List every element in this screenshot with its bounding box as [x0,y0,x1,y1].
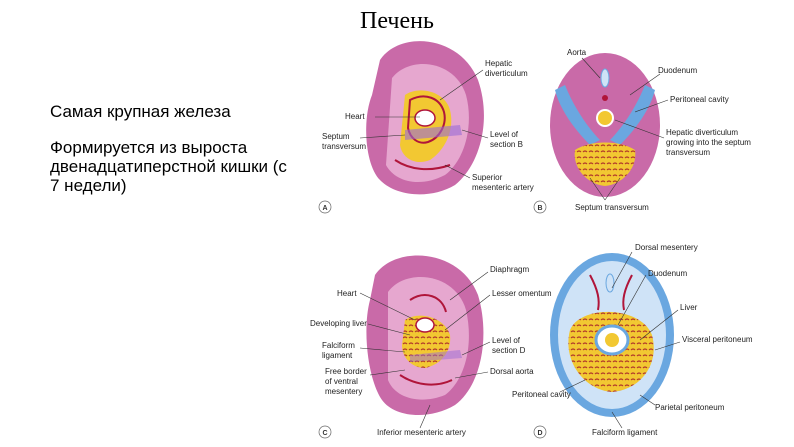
label-visceral-peritoneum-d: Visceral peritoneum [682,335,753,344]
panel-a-embryo [366,41,484,195]
label-duodenum-d: Duodenum [648,269,687,278]
label-falciform-ligament-d: Falciform ligament [592,428,658,437]
label-hepatic-growing-b3: transversum [666,148,710,157]
panel-c-embryo [366,255,484,416]
label-heart-a: Heart [345,112,365,121]
panel-d-leaders [559,251,681,429]
label-septum-a1: Septum [322,132,350,141]
bullet-item: Формируется из выроста двенадцатиперстно… [50,138,287,195]
label-developing-liver-c: Developing liver [310,319,367,328]
panel-b-section [550,53,660,197]
panel-letter-d: D [537,430,542,437]
label-peritoneal-cavity-d: Peritoneal cavity [512,390,571,399]
label-free-border-c2: of ventral [325,377,358,386]
label-level-a2: section B [490,140,523,149]
label-hepatic-growing-b2: growing into the septum [666,138,751,147]
label-septum-b: Septum transversum [575,203,649,212]
label-free-border-c3: mesentery [325,387,362,396]
label-falciform-c2: ligament [322,351,353,360]
label-level-c2: section D [492,346,526,355]
label-inferior-mesenteric-c: Inferior mesenteric artery [377,428,466,437]
label-falciform-c1: Falciform [322,341,355,350]
label-dorsal-mesentery-d: Dorsal mesentery [635,243,698,252]
label-lesser-omentum-c: Lesser omentum [492,289,552,298]
label-dorsal-aorta-c: Dorsal aorta [490,367,534,376]
label-superior-a1: Superior [472,173,503,182]
label-hepatic-diverticulum-a2: diverticulum [485,69,528,78]
label-peritoneal-cavity-b: Peritoneal cavity [670,95,729,104]
panel-letter-c: C [322,430,327,437]
label-level-c1: Level of [492,336,521,345]
panel-letter-b: B [537,205,542,212]
label-liver-d: Liver [680,303,698,312]
label-parietal-peritoneum-d: Parietal peritoneum [655,403,725,412]
label-hepatic-diverticulum-a1: Hepatic [485,59,512,68]
label-heart-c: Heart [337,289,357,298]
bullet-list: Самая крупная железа Формируется из выро… [50,102,290,212]
label-aorta-b: Aorta [567,48,587,57]
label-duodenum-b: Duodenum [658,66,697,75]
label-superior-a2: mesenteric artery [472,183,534,192]
bullet-item: Самая крупная железа [50,102,231,121]
label-hepatic-growing-b1: Hepatic diverticulum [666,128,738,137]
panel-a-leaders [359,69,489,179]
label-diaphragm-c: Diaphragm [490,265,529,274]
panel-b-leaders [581,57,669,201]
label-level-a1: Level of [490,130,519,139]
panel-d-section [550,253,674,417]
panel-letter-a: A [322,205,327,212]
label-septum-a2: transversum [322,142,366,151]
label-free-border-c1: Free border [325,367,367,376]
panel-c-leaders [359,271,491,429]
slide-title: Печень [360,8,434,34]
